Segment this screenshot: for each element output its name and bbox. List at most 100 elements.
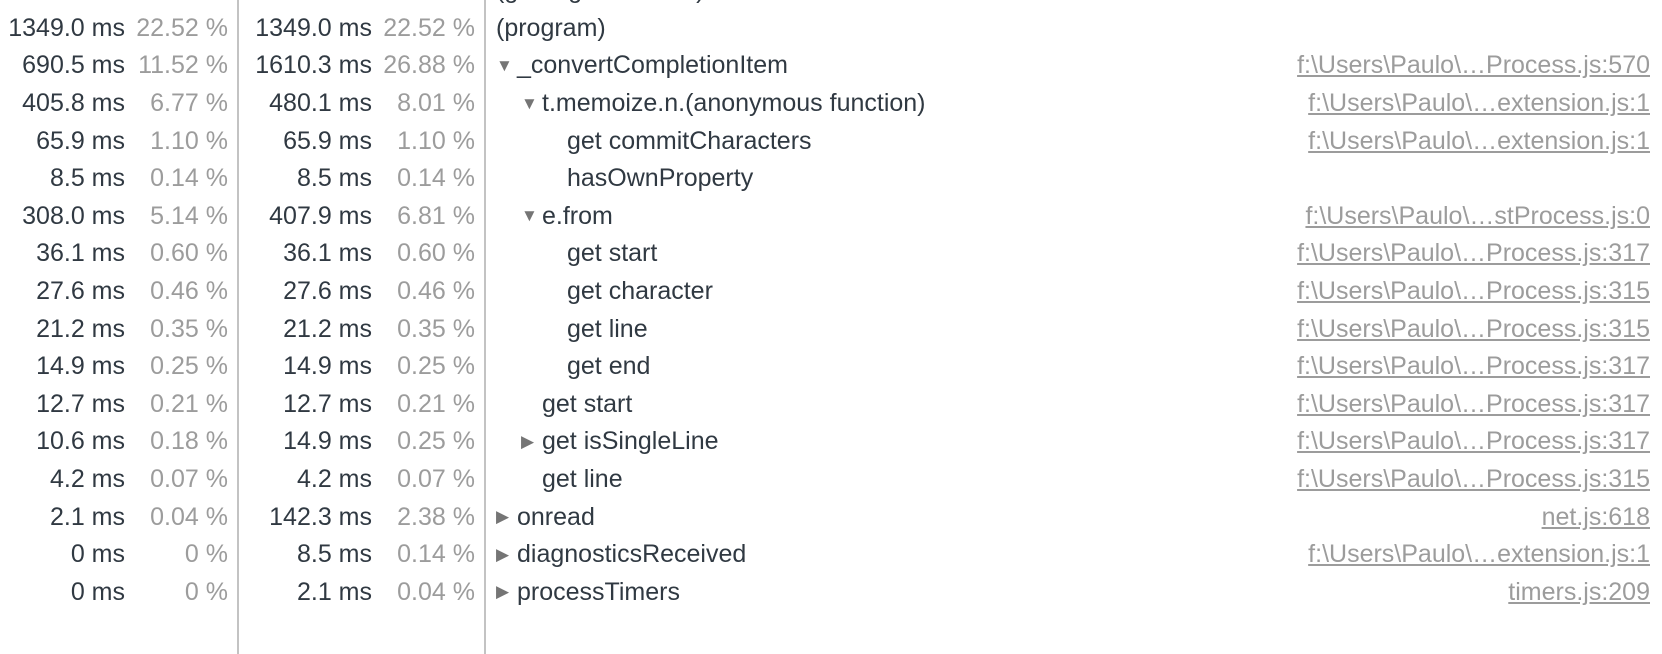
profile-row[interactable]: 10.6 ms 0.18 % 14.9 ms 0.25 % ▶ get isSi…	[0, 423, 1662, 461]
function-cell: get commitCharacters f:\Users\Paulo\…ext…	[486, 122, 1662, 160]
total-time-cell: 1349.0 ms 22.52 %	[239, 9, 486, 48]
source-link[interactable]: f:\Users\Paulo\…extension.js:1	[1308, 540, 1650, 569]
source-link[interactable]: f:\Users\Paulo\…Process.js:315	[1297, 277, 1650, 306]
source-link[interactable]: f:\Users\Paulo\…extension.js:1	[1308, 89, 1650, 118]
profile-row[interactable]: 4.2 ms 0.07 % 4.2 ms 0.07 % get line f:\…	[0, 460, 1662, 499]
disclosure-triangle-icon[interactable]: ▶	[521, 431, 535, 451]
function-name: get end	[567, 352, 651, 381]
self-time-cell: 10.6 ms 0.18 %	[0, 423, 239, 461]
disclosure-triangle-icon[interactable]: ▶	[496, 544, 510, 564]
tree-indent	[496, 216, 521, 217]
total-time-value: 12.7 ms	[283, 389, 372, 418]
profile-row[interactable]: (garbage collector)	[0, 0, 1662, 10]
tree-indent	[496, 329, 546, 330]
total-time-percent: 0.21 %	[397, 389, 475, 418]
self-time-cell: 27.6 ms 0.46 %	[0, 272, 239, 311]
self-time-percent: 0.04 %	[150, 502, 228, 531]
self-time-cell: 65.9 ms 1.10 %	[0, 122, 239, 160]
total-time-cell: 8.5 ms 0.14 %	[239, 159, 486, 198]
total-time-percent: 22.52 %	[383, 13, 475, 42]
self-time-value: 27.6 ms	[36, 277, 125, 306]
profile-row[interactable]: 0 ms 0 % 8.5 ms 0.14 % ▶ diagnosticsRece…	[0, 535, 1662, 574]
self-time-percent: 0 %	[184, 577, 228, 606]
function-cell: ▶ diagnosticsReceived f:\Users\Paulo\…ex…	[486, 536, 1662, 574]
source-link[interactable]: f:\Users\Paulo\…stProcess.js:0	[1305, 201, 1650, 230]
function-cell: (program)	[486, 10, 1662, 48]
profile-row[interactable]: 14.9 ms 0.25 % 14.9 ms 0.25 % get end f:…	[0, 347, 1662, 386]
total-time-value: 8.5 ms	[296, 540, 372, 569]
function-cell: ▶ get isSingleLine f:\Users\Paulo\…Proce…	[486, 423, 1662, 461]
self-time-cell: 0 ms 0 %	[0, 573, 239, 612]
profile-row[interactable]: 308.0 ms 5.14 % 407.9 ms 6.81 % ▼ e.from…	[0, 197, 1662, 236]
source-link[interactable]: f:\Users\Paulo\…Process.js:317	[1297, 427, 1650, 456]
function-name: get start	[542, 389, 633, 418]
total-time-cell: 14.9 ms 0.25 %	[239, 347, 486, 386]
source-link[interactable]: f:\Users\Paulo\…Process.js:317	[1297, 389, 1650, 418]
profile-row[interactable]: 8.5 ms 0.14 % 8.5 ms 0.14 % hasOwnProper…	[0, 159, 1662, 198]
total-time-percent: 2.38 %	[397, 502, 475, 531]
self-time-cell: 21.2 ms 0.35 %	[0, 310, 239, 348]
total-time-percent: 0.25 %	[397, 352, 475, 381]
profile-row[interactable]: 0 ms 0 % 2.1 ms 0.04 % ▶ processTimers t…	[0, 573, 1662, 612]
source-link[interactable]: f:\Users\Paulo\…Process.js:317	[1297, 352, 1650, 381]
self-time-value: 308.0 ms	[22, 201, 125, 230]
total-time-value: 36.1 ms	[283, 239, 372, 268]
source-link[interactable]: net.js:618	[1541, 502, 1650, 531]
total-time-percent: 0.46 %	[397, 277, 475, 306]
profile-row[interactable]: 27.6 ms 0.46 % 27.6 ms 0.46 % get charac…	[0, 272, 1662, 311]
function-cell: (garbage collector)	[486, 0, 1662, 10]
profile-row[interactable]: 12.7 ms 0.21 % 12.7 ms 0.21 % get start …	[0, 385, 1662, 424]
function-cell: get start f:\Users\Paulo\…Process.js:317	[486, 386, 1662, 424]
self-time-percent: 0.46 %	[150, 277, 228, 306]
function-name: hasOwnProperty	[567, 164, 754, 193]
total-time-percent: 0.07 %	[397, 465, 475, 494]
function-name: processTimers	[517, 577, 680, 606]
total-time-cell: 407.9 ms 6.81 %	[239, 197, 486, 236]
self-time-value: 36.1 ms	[36, 239, 125, 268]
disclosure-triangle-icon[interactable]: ▶	[496, 582, 510, 602]
total-time-value: 27.6 ms	[283, 277, 372, 306]
disclosure-triangle-icon[interactable]: ▶	[496, 507, 510, 527]
total-time-percent: 1.10 %	[397, 126, 475, 155]
function-name: get isSingleLine	[542, 427, 719, 456]
function-name: t.memoize.n.(anonymous function)	[542, 89, 926, 118]
disclosure-triangle-icon[interactable]: ▼	[521, 93, 538, 113]
self-time-cell: 1349.0 ms 22.52 %	[0, 9, 239, 48]
profile-row[interactable]: 2.1 ms 0.04 % 142.3 ms 2.38 % ▶ onread n…	[0, 498, 1662, 536]
function-cell	[486, 611, 1662, 654]
profile-row[interactable]: 405.8 ms 6.77 % 480.1 ms 8.01 % ▼ t.memo…	[0, 84, 1662, 123]
source-link[interactable]: f:\Users\Paulo\…extension.js:1	[1308, 126, 1650, 155]
self-time-value: 4.2 ms	[49, 465, 125, 494]
total-time-value: 14.9 ms	[283, 427, 372, 456]
total-time-percent: 0.35 %	[397, 314, 475, 343]
self-time-percent: 0.60 %	[150, 239, 228, 268]
profile-row[interactable]: 690.5 ms 11.52 % 1610.3 ms 26.88 % ▼ _co…	[0, 47, 1662, 85]
function-cell: get line f:\Users\Paulo\…Process.js:315	[486, 461, 1662, 499]
disclosure-triangle-icon[interactable]: ▼	[496, 55, 513, 75]
function-name: diagnosticsReceived	[517, 540, 747, 569]
self-time-value: 405.8 ms	[22, 89, 125, 118]
total-time-cell: 480.1 ms 8.01 %	[239, 84, 486, 123]
total-time-cell: 2.1 ms 0.04 %	[239, 573, 486, 612]
disclosure-triangle-icon[interactable]: ▼	[521, 206, 538, 226]
source-link[interactable]: f:\Users\Paulo\…Process.js:570	[1297, 51, 1650, 80]
tree-indent	[496, 141, 546, 142]
source-link[interactable]: f:\Users\Paulo\…Process.js:315	[1297, 314, 1650, 343]
total-time-value: 65.9 ms	[283, 126, 372, 155]
total-time-cell: 8.5 ms 0.14 %	[239, 535, 486, 574]
function-name: (program)	[496, 13, 606, 42]
source-link[interactable]: f:\Users\Paulo\…Process.js:317	[1297, 239, 1650, 268]
profile-row[interactable]: 36.1 ms 0.60 % 36.1 ms 0.60 % get start …	[0, 235, 1662, 273]
source-link[interactable]: f:\Users\Paulo\…Process.js:315	[1297, 465, 1650, 494]
self-time-percent: 0 %	[184, 540, 228, 569]
source-link[interactable]: timers.js:209	[1508, 577, 1650, 606]
profile-row[interactable]: 1349.0 ms 22.52 % 1349.0 ms 22.52 % (pro…	[0, 9, 1662, 48]
total-time-percent: 6.81 %	[397, 201, 475, 230]
function-cell: hasOwnProperty	[486, 160, 1662, 198]
self-time-value: 12.7 ms	[36, 389, 125, 418]
self-time-value: 8.5 ms	[49, 164, 125, 193]
total-time-percent: 0.04 %	[397, 577, 475, 606]
profile-row[interactable]: 21.2 ms 0.35 % 21.2 ms 0.35 % get line f…	[0, 310, 1662, 348]
function-cell: ▼ t.memoize.n.(anonymous function) f:\Us…	[486, 85, 1662, 123]
profile-row[interactable]: 65.9 ms 1.10 % 65.9 ms 1.10 % get commit…	[0, 122, 1662, 160]
